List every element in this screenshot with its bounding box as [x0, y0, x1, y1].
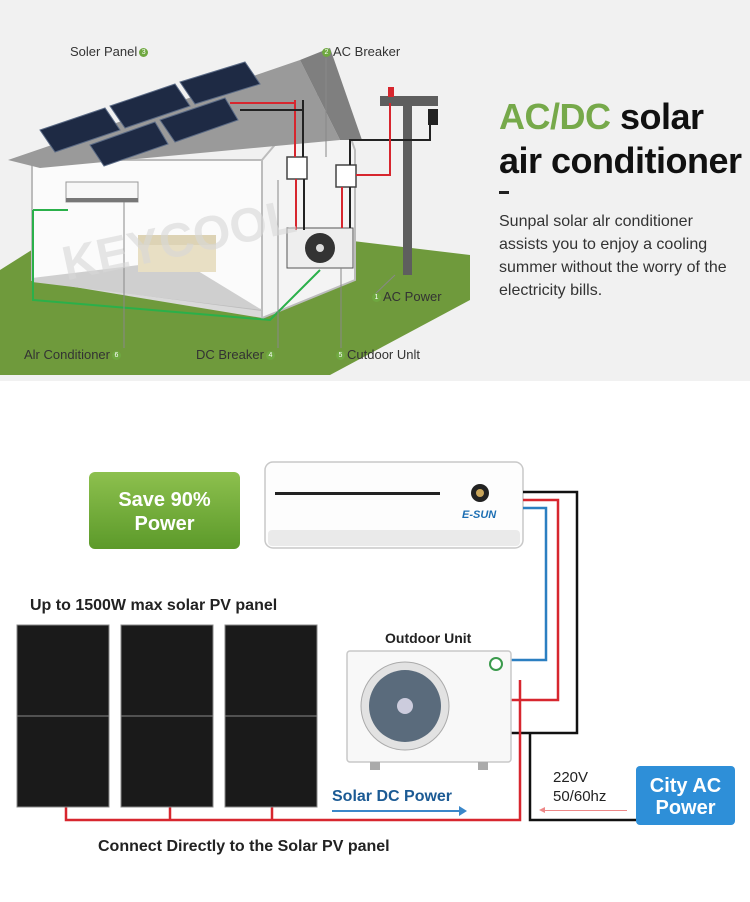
room-floor [32, 260, 262, 310]
indoor-ac-vent [66, 198, 138, 202]
headline-line1: AC/DC solar [499, 96, 704, 137]
headline-dash [499, 191, 509, 194]
wire-red [510, 498, 560, 702]
description: Sunpal solar alr conditioner assists you… [499, 213, 727, 299]
number-badge: 2 [322, 48, 331, 58]
city-ac-power-badge: City AC Power [636, 766, 735, 825]
utility-pole-crossbar [380, 96, 438, 106]
wire-black [510, 490, 579, 735]
frequency-value: 50/60hz [553, 788, 607, 805]
outdoor-logo-icon [489, 657, 503, 671]
roof-ridge [300, 48, 362, 140]
solar-panel [120, 624, 214, 808]
solar-panel [224, 624, 318, 808]
voltage-info: 220V 50/60hz [553, 768, 606, 806]
solar-panel [16, 624, 110, 808]
indoor-unit-vent [268, 530, 520, 546]
roof [8, 60, 340, 168]
ac-flow-arrow-icon [539, 807, 627, 813]
number-badge: 3 [139, 48, 149, 58]
wire-blue [510, 506, 548, 662]
number-badge: 1 [372, 293, 381, 303]
indoor-unit [264, 461, 524, 549]
indoor-unit-slot [275, 492, 440, 495]
solar-dc-power-label: Solar DC Power [332, 788, 453, 805]
sofa [138, 242, 216, 272]
utility-pole [403, 103, 412, 275]
roof-solar-panel [159, 97, 239, 143]
number-badge: 5 [336, 351, 345, 361]
sofa-back [138, 235, 216, 245]
solar-dc-arrow-icon [332, 806, 467, 816]
number-badge: 4 [265, 351, 275, 361]
roof-solar-panel [89, 121, 169, 167]
connect-caption: Connect Directly to the Solar PV panel [98, 838, 390, 855]
save-power-badge: Save 90% Power [89, 472, 240, 549]
pv-caption: Up to 1500W max solar PV panel [30, 597, 278, 614]
number-badge: 6 [112, 351, 121, 361]
indoor-brand: E-SUN [462, 509, 497, 521]
roof-solar-panel [109, 83, 191, 129]
headline-line2: air conditioner [499, 140, 742, 181]
voltage-value: 220V [553, 769, 589, 786]
roof-solar-panel [39, 107, 121, 153]
roof-solar-panel [179, 61, 261, 105]
outdoor-unit-label: Outdoor Unit [385, 630, 472, 646]
section-divider [0, 381, 750, 400]
